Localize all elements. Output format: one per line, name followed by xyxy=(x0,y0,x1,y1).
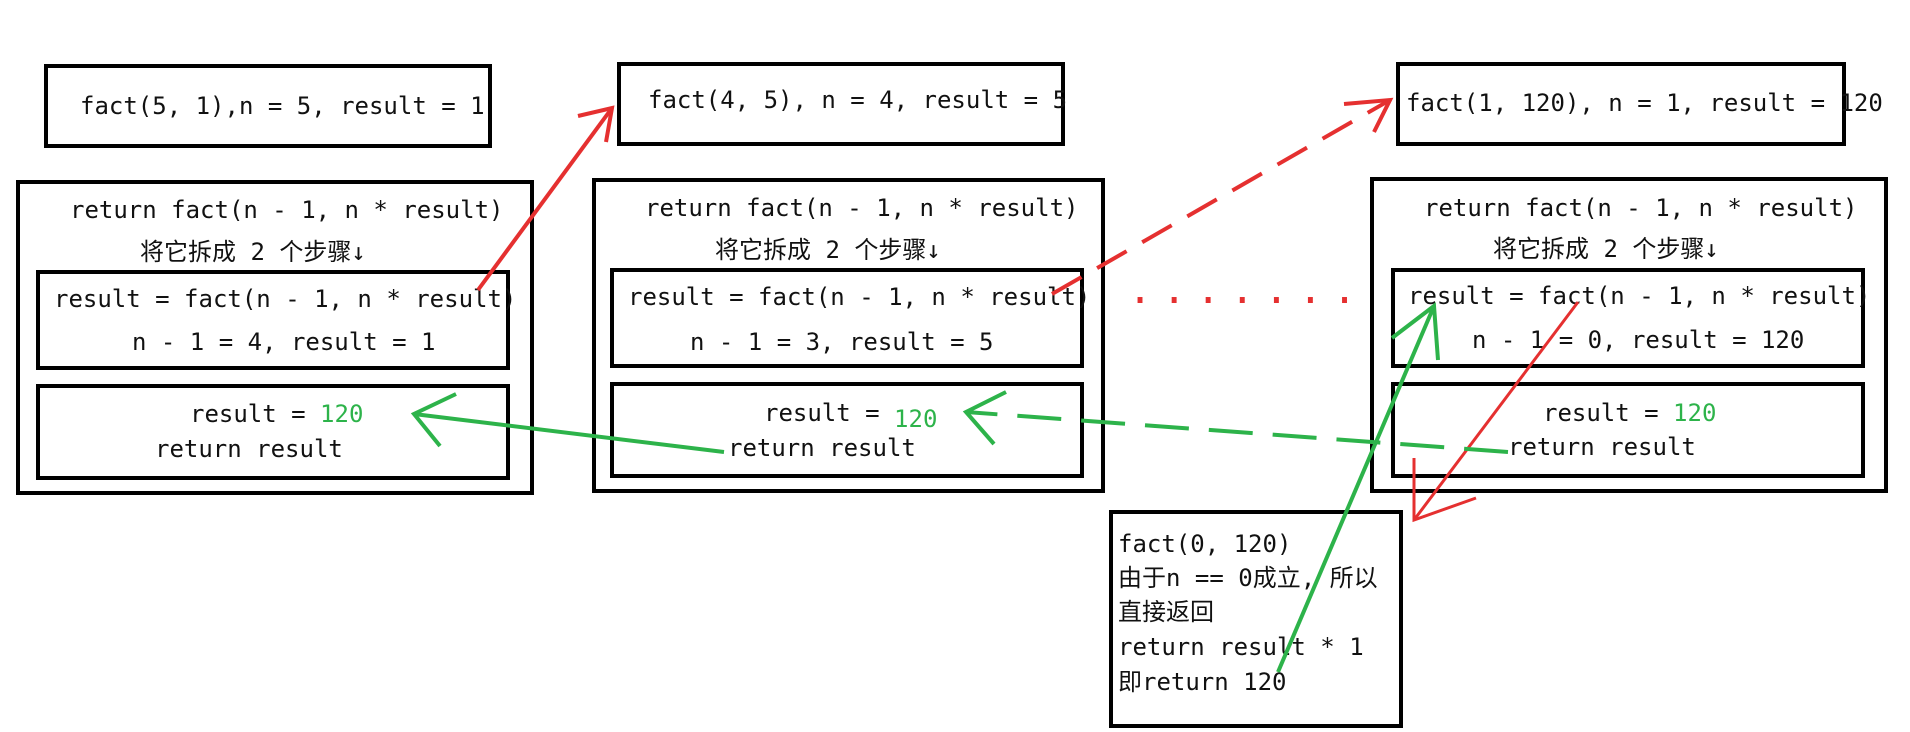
frame-3-return-line: return fact(n - 1, n * result) xyxy=(1424,194,1858,222)
base-case-line-1: fact(0, 120) xyxy=(1118,530,1292,558)
call-arrow-2 xyxy=(1051,98,1391,296)
frame-1-step2-box xyxy=(36,384,510,480)
base-case-line-5: 即return 120 xyxy=(1118,668,1287,696)
return-arrow-1-head xyxy=(1390,302,1440,361)
frame-1-result-line: result = 120 xyxy=(190,402,363,426)
frame-2-result-line: result = 120 xyxy=(764,399,937,431)
frame-2-split-note: 将它拆成 2 个步骤↓ xyxy=(715,236,941,264)
call-arrow-2-head xyxy=(1343,97,1394,133)
return-arrow-2 xyxy=(965,410,1509,454)
frame-2-step1-values: n - 1 = 3, result = 5 xyxy=(690,328,994,356)
base-case-box xyxy=(1109,510,1403,728)
frame-3-step1-line: result = fact(n - 1, n * result) xyxy=(1408,282,1871,310)
frame-1-return-line: return fact(n - 1, n * result) xyxy=(70,196,504,224)
frame-2-body-box xyxy=(592,178,1105,493)
frame-3-result-value: 120 xyxy=(1673,399,1717,427)
frame-2-step2-box xyxy=(610,382,1084,478)
call-arrow-1 xyxy=(476,106,614,292)
return-arrow-2-head xyxy=(962,390,1007,446)
return-arrow-1 xyxy=(1276,305,1436,673)
frame-3-return-result: return result xyxy=(1508,433,1696,461)
frame-1-result-value: 120 xyxy=(320,400,364,428)
call-arrow-1-head xyxy=(577,105,615,143)
frame-3-step2-box xyxy=(1391,382,1865,478)
return-arrow-3-head xyxy=(410,392,457,448)
frame-1-step1-values: n - 1 = 4, result = 1 xyxy=(132,328,436,356)
frame-2-step1-box xyxy=(610,268,1084,368)
frame-1-return-result: return result xyxy=(155,435,343,463)
return-arrow-3 xyxy=(413,412,725,454)
frame-3-header-box xyxy=(1396,62,1846,146)
base-case-line-3: 直接返回 xyxy=(1118,598,1214,626)
frame-3-result-label: result = xyxy=(1543,399,1674,427)
call-arrows xyxy=(476,97,1580,523)
frame-2-header: fact(4, 5), n = 4, result = 5 xyxy=(648,86,1068,114)
frame-1-step1-box xyxy=(36,270,510,370)
frame-1-result-label: result = xyxy=(190,400,321,428)
call-arrow-3-head xyxy=(1412,458,1477,523)
frame-3-step1-box xyxy=(1391,268,1865,368)
frame-2-result-value: 120 xyxy=(894,405,938,433)
frame-2-return-line: return fact(n - 1, n * result) xyxy=(645,194,1079,222)
frame-3-header: fact(1, 120), n = 1, result = 120 xyxy=(1406,89,1883,117)
frame-3-body-box xyxy=(1370,177,1888,493)
frame-1-body-box xyxy=(16,180,534,495)
frame-1-step1-line: result = fact(n - 1, n * result) xyxy=(54,285,517,313)
ellipsis: ....... xyxy=(1128,267,1367,313)
frame-3-split-note: 将它拆成 2 个步骤↓ xyxy=(1493,235,1719,263)
call-arrow-3 xyxy=(1412,301,1580,521)
frame-3-step1-values: n - 1 = 0, result = 120 xyxy=(1472,326,1805,354)
frame-2-result-label: result = xyxy=(764,399,895,427)
frame-3-result-line: result = 120 xyxy=(1543,401,1716,425)
frame-1-split-note: 将它拆成 2 个步骤↓ xyxy=(140,238,366,266)
frame-2-return-result: return result xyxy=(728,434,916,462)
base-case-line-2: 由于n == 0成立, 所以 xyxy=(1118,564,1378,592)
return-arrows xyxy=(410,302,1509,673)
frame-1-header: fact(5, 1),n = 5, result = 1 xyxy=(80,92,485,120)
frame-2-header-box xyxy=(617,62,1065,146)
frame-2-step1-line: result = fact(n - 1, n * result) xyxy=(628,283,1091,311)
frame-1-header-box xyxy=(44,64,492,148)
